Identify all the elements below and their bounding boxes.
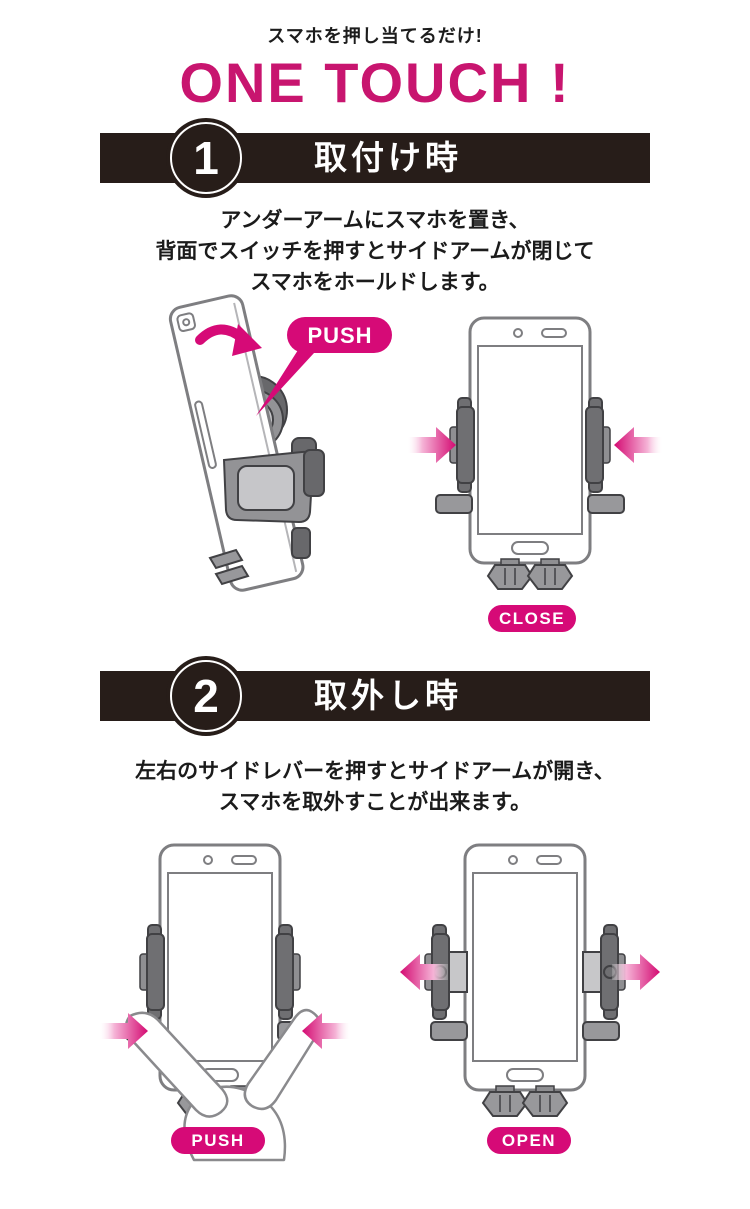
arrow-icon	[408, 427, 456, 463]
arrow-icon	[302, 1013, 350, 1049]
holder-hook	[208, 548, 244, 570]
section-1-title: 取付け時	[314, 139, 462, 176]
smartphone	[463, 843, 587, 1092]
arrow-icon	[612, 954, 660, 990]
arrow-icon	[400, 954, 448, 990]
close-state-badge: CLOSE	[488, 605, 576, 632]
push-bubble-label: PUSH	[307, 323, 372, 348]
holder-front-hand-push	[100, 843, 350, 1162]
step-2-number: 2	[193, 670, 219, 722]
step-2-number-badge: 2	[166, 656, 246, 736]
open-state-badge: OPEN	[487, 1127, 571, 1154]
install-front-view-illustration	[400, 300, 670, 630]
section-2-banner: 取外し時 2	[100, 656, 650, 736]
description-line: アンダーアームにスマホを置き、	[220, 209, 530, 232]
section-2-description: 左右のサイドレバーを押すとサイドアームが開き、 スマホを取外すことが出来ます。	[0, 756, 750, 818]
smartphone	[158, 843, 282, 1092]
remove-push-levers-illustration	[100, 820, 380, 1180]
holder-front-open	[400, 843, 660, 1117]
push-levers-badge: PUSH	[171, 1127, 265, 1154]
remove-arms-open-illustration	[400, 820, 680, 1180]
install-side-view-illustration: PUSH	[140, 292, 420, 622]
section-1-description: アンダーアームにスマホを置き、 背面でスイッチを押すとサイドアームが閉じて スマ…	[0, 205, 750, 298]
holder-front-closed	[408, 316, 662, 590]
step-1-number-badge: 1	[166, 118, 246, 198]
push-bubble	[287, 317, 392, 353]
section-2-title: 取外し時	[314, 677, 462, 714]
description-line: 背面でスイッチを押すとサイドアームが閉じて	[155, 240, 595, 263]
arrow-icon	[614, 427, 662, 463]
tagline: スマホを押し当てるだけ!	[267, 26, 483, 46]
description-line: スマホを取外すことが出来ます。	[218, 791, 532, 814]
description-line: スマホをホールドします。	[250, 271, 500, 294]
section-1-banner: 取付け時 1	[100, 118, 650, 198]
holder-with-phone-angled: PUSH	[168, 294, 392, 592]
main-title: ONE TOUCH !	[179, 51, 571, 114]
holder-hook	[214, 564, 250, 586]
smartphone	[468, 316, 592, 565]
push-bubble-tail	[256, 350, 314, 416]
step-1-number: 1	[193, 132, 219, 184]
arrow-icon	[100, 1013, 148, 1049]
description-line: 左右のサイドレバーを押すとサイドアームが開き、	[135, 760, 615, 783]
